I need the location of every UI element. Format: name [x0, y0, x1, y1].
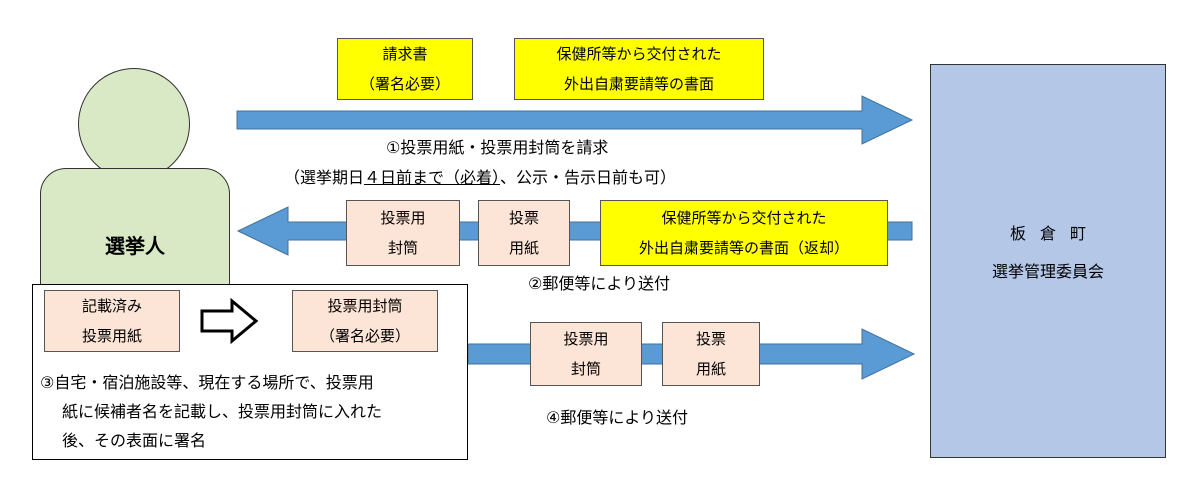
returned-doc-line1: 保健所等から交付された — [661, 209, 827, 227]
step1-deadline-note: （選挙期日４日前まで（必着）、公示・告示日前も可） — [284, 164, 676, 188]
step4-envelope-box: 投票用 封筒 — [530, 322, 642, 386]
voter-body — [40, 168, 230, 292]
step3-line2: 紙に候補者名を記載し、投票用封筒に入れた — [62, 402, 383, 421]
request-form-box: 請求書 （署名必要） — [337, 38, 473, 100]
step2-envelope-box: 投票用 封筒 — [346, 200, 460, 266]
step2-ballot-line1: 投票 — [508, 209, 539, 227]
returned-doc-box: 保健所等から交付された 外出自粛要請等の書面（返却） — [600, 200, 888, 266]
committee-office-name: 選挙管理委員会 — [991, 262, 1104, 281]
filled-ballot-line2: 投票用紙 — [81, 327, 142, 345]
deadline-suffix: 、公示・告示日前も可） — [500, 168, 677, 187]
request-form-line2: （署名必要） — [359, 75, 450, 93]
step3-line1: ③自宅・宿泊施設等、現在する場所で、投票用 — [40, 373, 374, 392]
step2-caption: ②郵便等により送付 — [528, 274, 671, 293]
step2-ballot-line2: 用紙 — [508, 239, 539, 257]
step2-envelope-line1: 投票用 — [380, 209, 426, 227]
election-committee-box — [930, 64, 1166, 458]
request-form-line1: 請求書 — [382, 45, 428, 63]
deadline-prefix: （選挙期日 — [284, 168, 365, 187]
step3-line3: 後、その表面に署名 — [62, 431, 207, 450]
step4-envelope-line2: 封筒 — [570, 360, 601, 378]
signed-envelope-line2: （署名必要） — [319, 327, 410, 345]
step4-ballot-box: 投票 用紙 — [662, 322, 760, 386]
step2-ballot-box: 投票 用紙 — [478, 200, 570, 266]
filled-ballot-line1: 記載済み — [81, 297, 142, 315]
step2-envelope-line2: 封筒 — [387, 239, 418, 257]
committee-town-name: 板倉町 — [1009, 224, 1100, 243]
voter-head — [78, 68, 190, 180]
voter-label: 選挙人 — [105, 234, 165, 258]
step4-envelope-line1: 投票用 — [563, 330, 609, 348]
filled-ballot-box: 記載済み 投票用紙 — [44, 290, 180, 352]
health-doc-line2: 外出自粛要請等の書面 — [563, 75, 714, 93]
step4-ballot-line1: 投票 — [695, 330, 726, 348]
signed-envelope-box: 投票用封筒 （署名必要） — [292, 290, 438, 352]
step4-caption: ④郵便等により送付 — [546, 408, 689, 427]
returned-doc-line2: 外出自粛要請等の書面（返却） — [638, 239, 849, 257]
step3-instructions: ③自宅・宿泊施設等、現在する場所で、投票用 紙に候補者名を記載し、投票用封筒に入… — [40, 368, 464, 455]
arrow-request-right — [236, 95, 914, 145]
step4-ballot-line2: 用紙 — [695, 360, 726, 378]
right-arrow-icon — [200, 298, 259, 344]
health-doc-line1: 保健所等から交付された — [556, 45, 722, 63]
step1-caption: ①投票用紙・投票用封筒を請求 — [386, 138, 609, 157]
health-doc-box: 保健所等から交付された 外出自粛要請等の書面 — [514, 38, 764, 100]
deadline-underlined: ４日前まで（必着） — [364, 168, 501, 187]
signed-envelope-line1: 投票用封筒 — [327, 297, 403, 315]
